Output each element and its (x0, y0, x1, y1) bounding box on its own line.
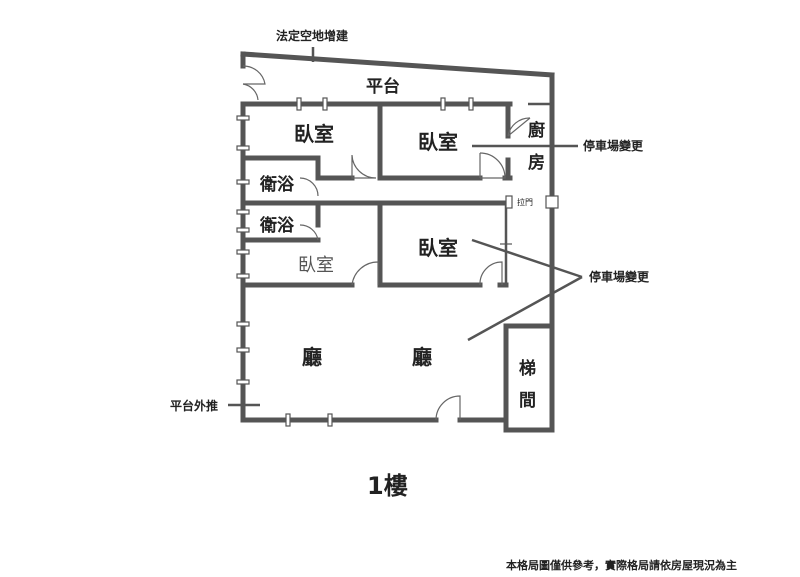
label-bath-1: 衛浴 (259, 174, 295, 195)
interior-walls (240, 101, 555, 433)
label-stair-2: 間 (519, 391, 536, 411)
label-living-2: 廳 (412, 345, 432, 369)
label-parking-change-2: 停車場變更 (589, 269, 650, 284)
label-bedroom-3: 臥室 (298, 255, 334, 276)
label-bedroom-1: 臥室 (294, 122, 334, 146)
disclaimer: 本格局圖僅供參考，實際格局請依房屋現況為主 (506, 558, 737, 572)
label-kitchen-2: 房 (528, 152, 545, 173)
label-kitchen-1: 廚 (528, 120, 545, 141)
windows (236, 97, 559, 427)
label-bedroom-4: 臥室 (418, 236, 458, 260)
label-platform-push: 平台外推 (170, 398, 218, 413)
floor-label: 1樓 (367, 472, 408, 500)
label-platform: 平台 (366, 76, 400, 97)
label-living-1: 廳 (302, 345, 322, 369)
label-parking-change-1: 停車場變更 (583, 138, 644, 153)
doors (242, 65, 531, 421)
label-stair-1: 梯 (519, 358, 536, 379)
leader-lines (228, 144, 583, 407)
label-bath-2: 衛浴 (259, 215, 295, 236)
label-bedroom-2: 臥室 (418, 130, 458, 154)
label-sliding-door: 拉門 (517, 197, 533, 207)
label-legal-open-space: 法定空地增建 (276, 28, 349, 43)
